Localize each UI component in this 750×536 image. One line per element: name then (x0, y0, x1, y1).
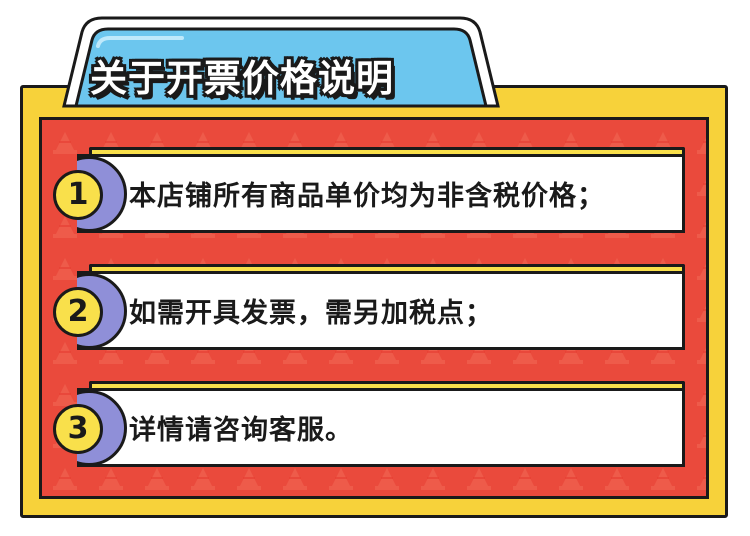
number-badge-2: 2 (53, 287, 103, 337)
page-title: 关于开票价格说明 (90, 57, 394, 100)
list-item: 1 本店铺所有商品单价均为非含税价格； (53, 147, 685, 233)
list-item: 2 如需开具发票，需另加税点； (53, 264, 685, 350)
item-text-1: 本店铺所有商品单价均为非含税价格； (129, 181, 605, 212)
item-text-3: 详情请咨询客服。 (129, 415, 353, 446)
item-box (77, 271, 685, 350)
list-item: 3 详情请咨询客服。 (53, 381, 685, 467)
item-box (77, 388, 685, 467)
number-badge-1: 1 (53, 170, 103, 220)
number-badge-3: 3 (53, 404, 103, 454)
item-top-strip (89, 381, 685, 391)
item-text-2: 如需开具发票，需另加税点； (129, 298, 493, 329)
item-top-strip (89, 147, 685, 157)
title-tab-shape (62, 16, 500, 108)
item-box (77, 154, 685, 233)
title-tab: 关于开票价格说明 (62, 16, 500, 108)
item-top-strip (89, 264, 685, 274)
